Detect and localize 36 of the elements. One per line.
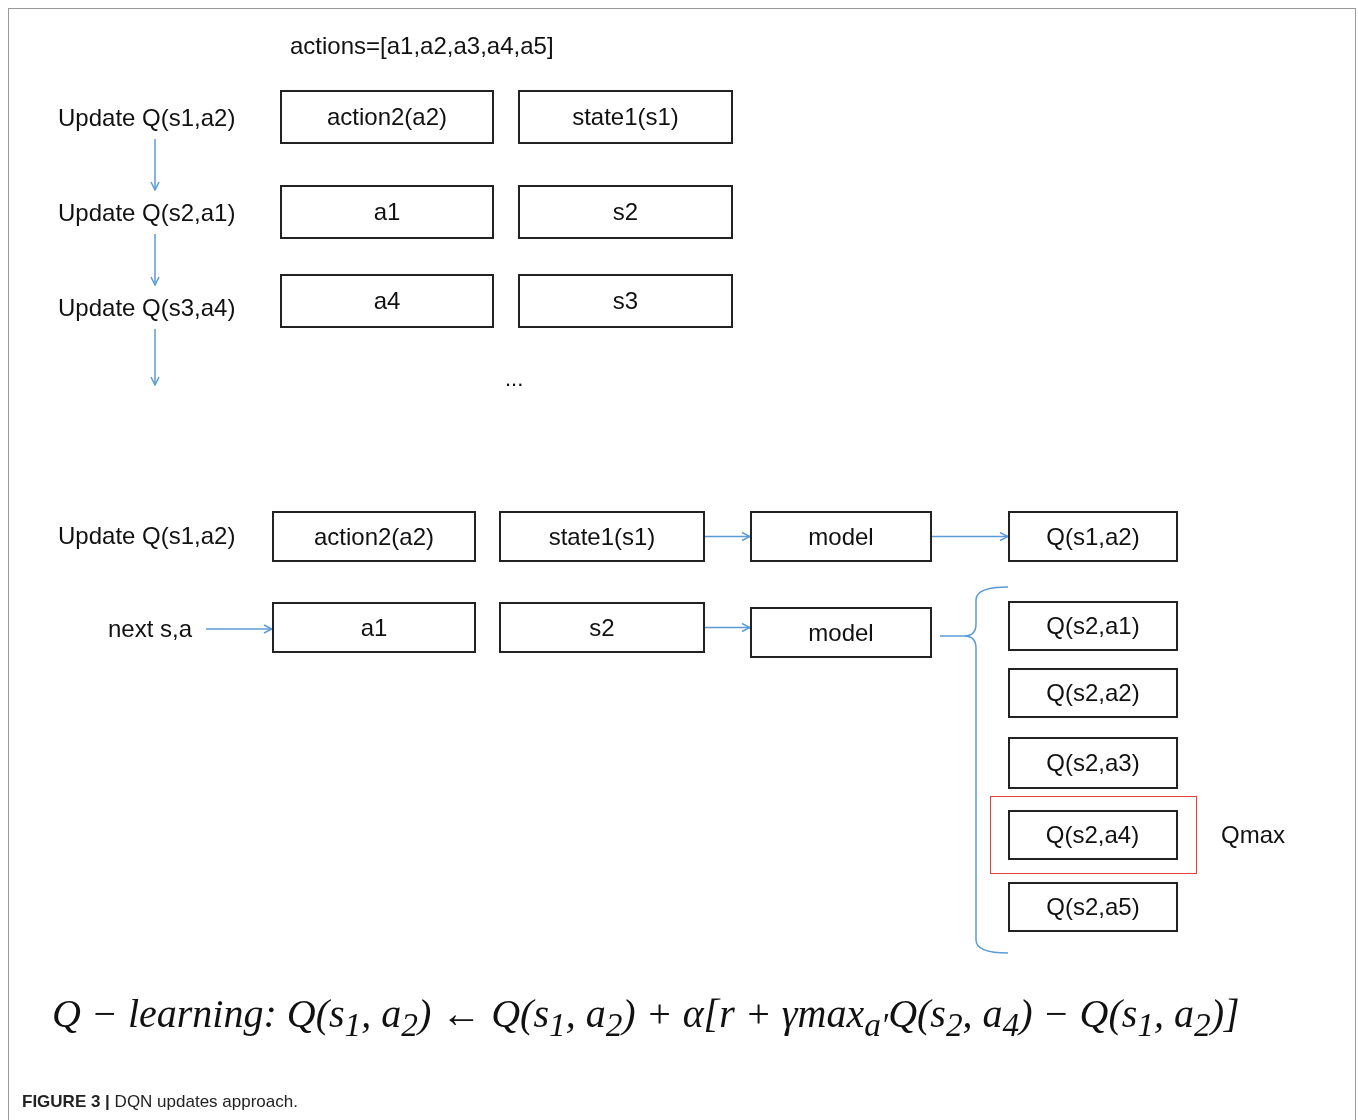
arrow (150, 233, 160, 286)
heading-label: actions=[a1,a2,a3,a4,a5] (290, 32, 554, 60)
process-box: Q(s2,a1) (1008, 601, 1178, 651)
arrow (205, 624, 273, 634)
arrow (150, 138, 160, 191)
arrow (150, 328, 160, 386)
process-box: state1(s1) (499, 511, 705, 562)
process-box: Q(s2,a4) (1007, 809, 1178, 860)
process-box: a4 (280, 274, 494, 328)
arrow (704, 622, 751, 633)
process-box: model (750, 511, 932, 562)
arrow (704, 531, 751, 542)
side-label: Qmax (1221, 821, 1285, 849)
process-box: s2 (518, 185, 733, 239)
process-box: a1 (272, 602, 476, 653)
process-box: model (750, 607, 932, 658)
process-box: s3 (518, 274, 733, 328)
formula: Q − learning: Q(s$_{1}$, a$_{2}$) ← Q(s$_{1}$, a$_{2}$) + α[r + γmax$_{a′}$Q(s$_{2}$, a$_{4}$) − Q(s$_{1}$, a$_{2}$)] (52, 990, 1240, 1044)
highlight-frame (990, 796, 1197, 874)
ellipsis: ... (505, 366, 524, 392)
figure-caption: FIGURE 3 | DQN updates approach. (22, 1092, 298, 1112)
process-box: a1 (280, 185, 494, 239)
process-box: Q(s2,a3) (1008, 737, 1178, 789)
process-box: action2(a2) (272, 511, 476, 562)
step-label: Update Q(s2,a1) (58, 198, 258, 228)
step-label: Update Q(s3,a4) (58, 293, 258, 323)
process-box: Q(s1,a2) (1008, 511, 1178, 562)
process-box: Q(s2,a2) (1008, 668, 1178, 718)
process-box: state1(s1) (518, 90, 733, 144)
arrow (931, 531, 1009, 542)
process-box: s2 (499, 602, 705, 653)
step-label: Update Q(s1,a2) (58, 522, 236, 550)
process-box: action2(a2) (280, 90, 494, 144)
process-box: Q(s2,a5) (1008, 882, 1178, 932)
step-label: Update Q(s1,a2) (58, 103, 258, 133)
step-label: next s,a (108, 614, 206, 644)
